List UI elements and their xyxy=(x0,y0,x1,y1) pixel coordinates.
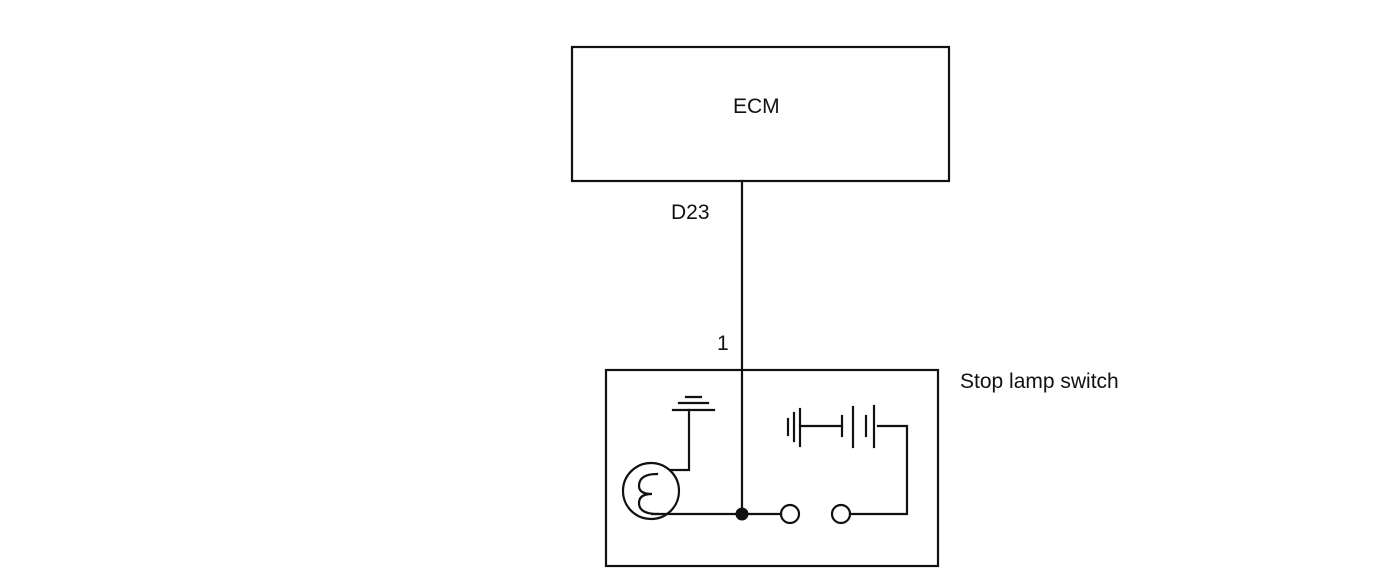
switch-contact-left xyxy=(779,503,801,525)
stop-lamp-switch-box xyxy=(604,368,940,568)
stop-lamp-switch-label: Stop lamp switch xyxy=(960,370,1119,393)
switch-pin-label: 1 xyxy=(717,332,729,355)
battery-icon xyxy=(786,404,876,449)
ecm-label: ECM xyxy=(733,95,780,118)
ground-icon xyxy=(668,395,716,472)
ecm-box xyxy=(570,45,951,183)
ecm-pin-label: D23 xyxy=(671,201,710,224)
switch-contact-right xyxy=(830,503,852,525)
battery-wire xyxy=(848,424,909,516)
coil-icon xyxy=(621,461,681,521)
junction-dot xyxy=(735,507,749,521)
